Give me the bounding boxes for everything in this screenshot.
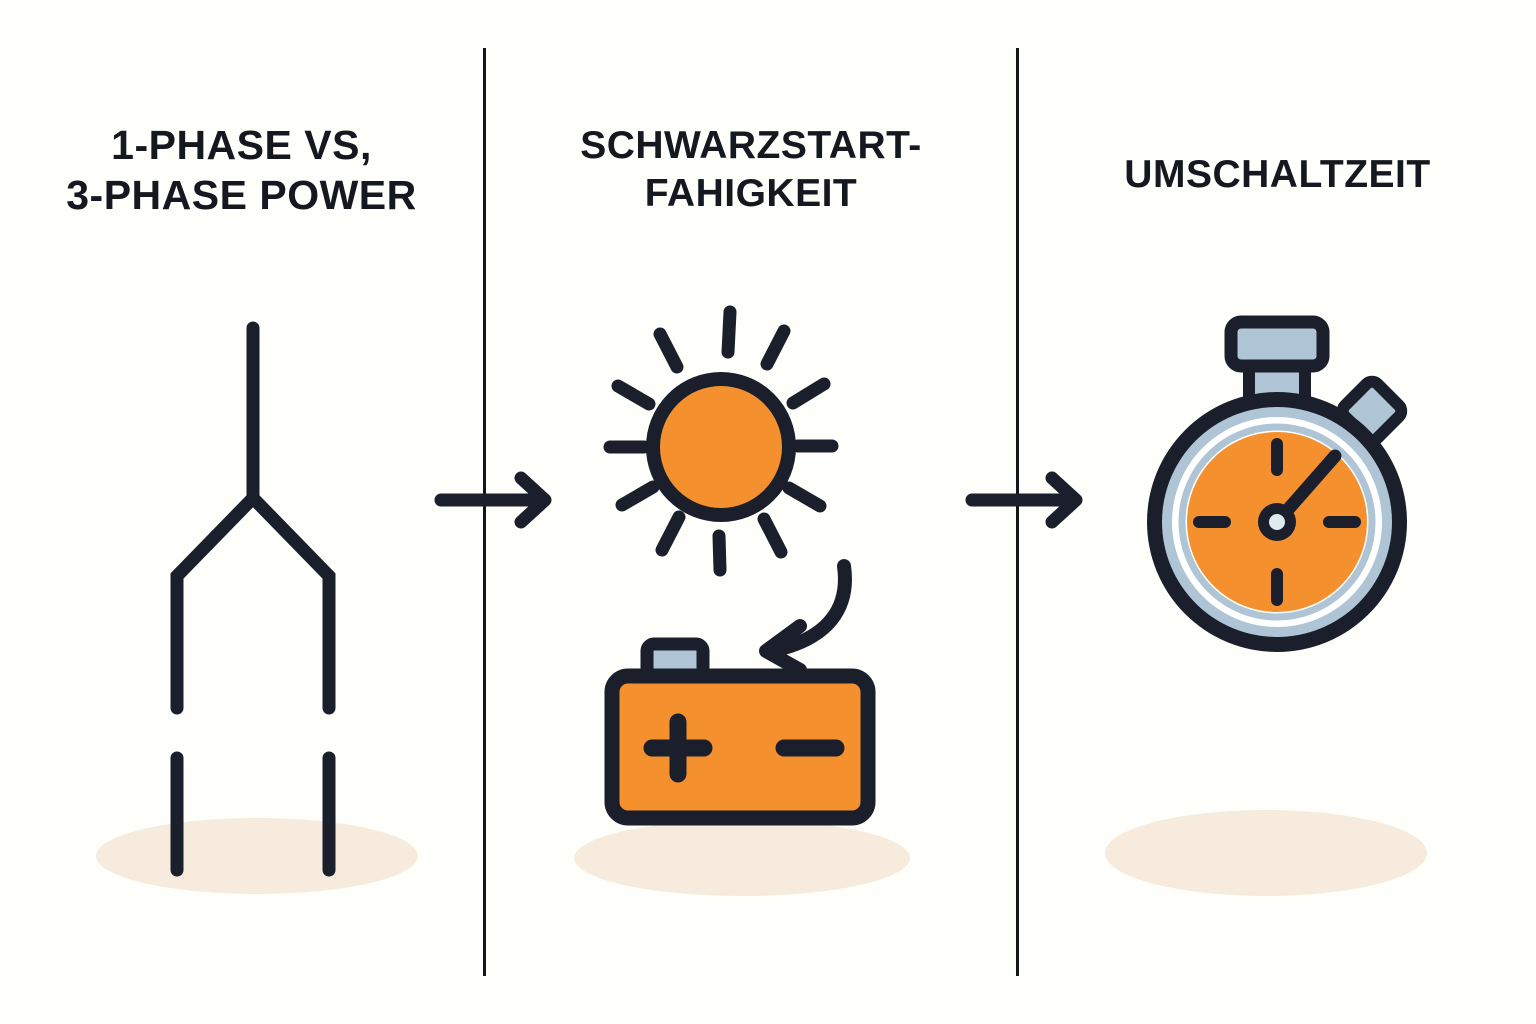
three-phase-power-line-icon xyxy=(170,321,336,877)
stopwatch-icon xyxy=(1147,315,1408,652)
ground-shadow xyxy=(1105,810,1427,896)
panel-title-one-phase-vs-three-phase: 1-PHASE VS, 3-PHASE POWER xyxy=(66,122,417,219)
arrow-panel2-to-panel3 xyxy=(965,471,1083,529)
divider-2 xyxy=(1016,48,1019,976)
ground-shadow xyxy=(574,820,910,896)
panel-one-phase-vs-three-phase: 1-PHASE VS, 3-PHASE POWER xyxy=(0,0,483,1024)
panel-umschaltzeit: UMSCHALTZEIT xyxy=(1019,0,1536,1024)
ground-shadow xyxy=(96,818,418,894)
curved-arrow-icon xyxy=(759,559,852,677)
divider-1 xyxy=(483,48,486,976)
panel-schwarzstartfaehigkeit: SCHWARZSTART- FAHIGKEIT xyxy=(486,0,1016,1024)
battery-icon: + − xyxy=(604,637,876,826)
sun-icon xyxy=(603,305,839,577)
panel-title-umschaltzeit: UMSCHALTZEIT xyxy=(1124,153,1431,196)
panel-title-schwarzstartfaehigkeit: SCHWARZSTART- FAHIGKEIT xyxy=(580,124,922,215)
arrow-panel1-to-panel2 xyxy=(434,471,552,529)
